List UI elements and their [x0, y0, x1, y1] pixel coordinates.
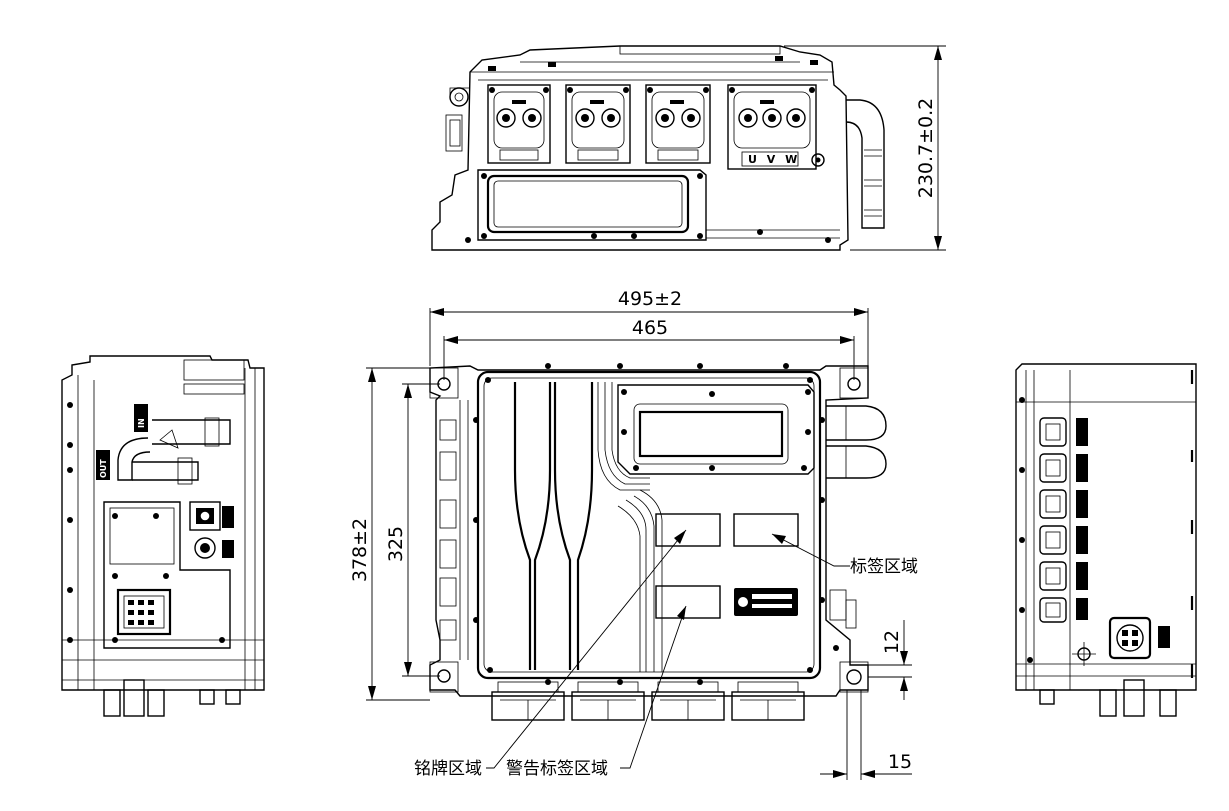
callout-warning-label-area: 警告标签区域 — [506, 759, 608, 779]
front-view: 495±2 465 378±2 325 12 15 — [349, 288, 912, 780]
dim-height-top: 230.7±0.2 — [915, 98, 937, 199]
label-box-1 — [655, 513, 721, 547]
top-view: U V W — [431, 45, 946, 251]
left-side-view: IN OUT — [61, 355, 265, 717]
callout-nameplate-area: 铭牌区域 — [414, 759, 482, 779]
callout-label-area: 标签区域 — [850, 557, 918, 577]
dim-height-holes: 325 — [385, 526, 407, 562]
right-side-view — [1015, 363, 1197, 717]
dim-height-overall: 378±2 — [349, 518, 371, 582]
side-label-in: IN — [137, 418, 146, 428]
label-box-2 — [733, 513, 799, 547]
dim-width-overall: 495±2 — [618, 288, 682, 310]
uvw-label: U V W — [748, 153, 800, 166]
dim-offset-vertical: 12 — [881, 630, 903, 654]
side-label-out: OUT — [99, 459, 108, 478]
dim-offset-horizontal: 15 — [888, 751, 912, 773]
label-box-3 — [655, 585, 721, 619]
dim-width-holes: 465 — [632, 317, 668, 339]
